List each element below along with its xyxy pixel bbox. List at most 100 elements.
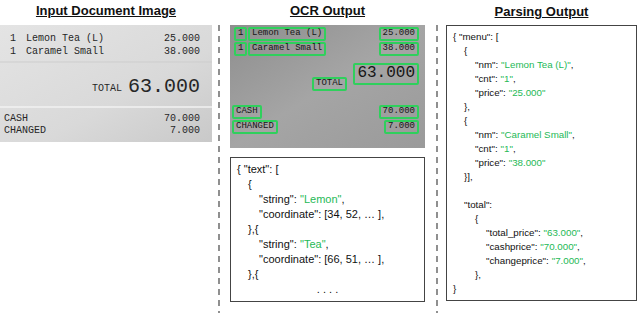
json-syntax: "total_price": [486,227,541,238]
json-syntax: "total": [464,199,492,210]
json-line: "total": [453,198,630,212]
ocr-image: OCR Output1Lemon Tea (L)25.0001Caramel S… [230,25,425,148]
json-line: "string":"Lemon", [237,192,418,207]
receipt-text: 1 [10,46,16,57]
json-line: { [453,114,630,128]
json-value: "Tea" [300,238,326,250]
json-syntax: "nm": [475,59,498,70]
json-value: "Lemon" [300,193,341,205]
json-line: }], [453,170,630,184]
json-line: "cnt":"1", [453,72,630,86]
ocr-bounding-box: TOTAL [312,77,347,91]
json-line: }, [453,268,630,282]
panel-heading: OCR Output [210,3,445,19]
ocr-photo [230,25,425,148]
json-syntax: { [464,115,467,126]
json-line: } [453,282,630,296]
json-line: { "text": [ [237,162,418,177]
json-line: "nm":"Lemon Tea (L)", [453,58,630,72]
ocr-word: 25.000 [383,28,415,38]
json-syntax: },{ [248,223,258,235]
receipt-text: CASH [4,113,28,124]
json-value: "70.000" [540,241,577,252]
json-value: "1" [501,73,513,84]
json-syntax: "coordinate": [66, 51, … ], [259,253,384,265]
json-syntax: "coordinate": [34, 52, … ], [259,208,384,220]
json-value: "38.000" [509,157,546,168]
json-syntax: "price": [475,87,506,98]
json-syntax: , [513,143,516,154]
json-syntax: { [464,45,467,56]
ocr-bounding-box: 38.000 [379,42,419,56]
json-line: "coordinate": [34, 52, … ], [237,207,418,222]
json-syntax: "nm": [475,129,498,140]
json-line: { [453,212,630,226]
json-syntax: },{ [248,268,258,280]
json-syntax: { [248,178,252,190]
receipt-text: 25.000 [164,33,200,44]
json-line: "changeprice":"7.000", [453,254,630,268]
receipt-text: Lemon Tea (L) [26,33,104,44]
json-syntax: , [572,129,575,140]
json-line: "total_price":"63.000", [453,226,630,240]
json-line: },{ [237,267,418,282]
json-line: "price":"38.000" [453,156,630,170]
panel-heading: Parsing Output [427,4,640,20]
json-line: "nm":"Caramel Small", [453,128,630,142]
json-syntax: , [571,59,574,70]
json-line: "string":"Tea", [237,237,418,252]
json-syntax: , [580,227,583,238]
json-syntax: , [583,255,586,266]
json-line: { [453,44,630,58]
receipt-text: 63.000 [128,76,200,98]
ocr-bounding-box: CASH [232,105,262,119]
json-value: "1" [501,143,513,154]
ocr-word: 1 [238,43,243,53]
json-syntax: }, [464,101,470,112]
json-syntax: "string": [259,193,297,205]
receipt-text: 70.000 [164,113,200,124]
receipt-text: 7.000 [170,125,200,136]
json-line: "coordinate": [66, 51, … ], [237,252,418,267]
json-syntax: "changeprice": [486,255,549,266]
receipt-text: 1 [10,33,16,44]
json-line: { "menu": [ [453,30,630,44]
receipt-text: 38.000 [164,46,200,57]
ocr-bounding-box: Caramel Small [248,42,326,56]
json-line: }, [453,100,630,114]
json-syntax: }, [475,269,481,280]
json-line: { [237,177,418,192]
receipt-fold [0,106,212,108]
receipt-text: CHANGED [4,125,46,136]
json-syntax: , [326,238,329,250]
ocr-bounding-box: 1 [234,27,247,41]
ocr-bounding-box: 63.000 [353,63,419,85]
json-line: "cashprice":"70.000", [453,240,630,254]
json-value: "25.000" [509,87,546,98]
ocr-word: Caramel Small [252,43,322,53]
json-value: "7.000" [552,255,583,266]
ocr-bounding-box: 25.000 [379,27,419,41]
json-syntax: , [577,241,580,252]
json-syntax: "cnt": [475,73,498,84]
dashed-separator [218,25,219,313]
json-syntax: { [475,213,478,224]
ocr-word: 38.000 [383,43,415,53]
ocr-json-box: { "text": [{"string":"Lemon","coordinate… [230,157,425,302]
receipt-image: Input Document Image1Lemon Tea (L)25.000… [0,25,212,142]
json-line: "price":"25.000" [453,86,630,100]
json-syntax: "string": [259,238,297,250]
ocr-word: 63.000 [357,64,415,82]
json-line: "cnt":"1", [453,142,630,156]
ocr-word: 7.000 [388,121,415,131]
ocr-word: CASH [236,106,258,116]
receipt-text: TOTAL [92,83,122,94]
json-line: },{ [237,222,418,237]
json-syntax: . . . . [317,283,338,295]
json-syntax: , [342,193,345,205]
receipt-fold [0,62,212,63]
json-value: "63.000" [544,227,581,238]
ocr-bounding-box: CHANGED [232,120,278,134]
ocr-bounding-box: Lemon Tea (L) [248,27,326,41]
